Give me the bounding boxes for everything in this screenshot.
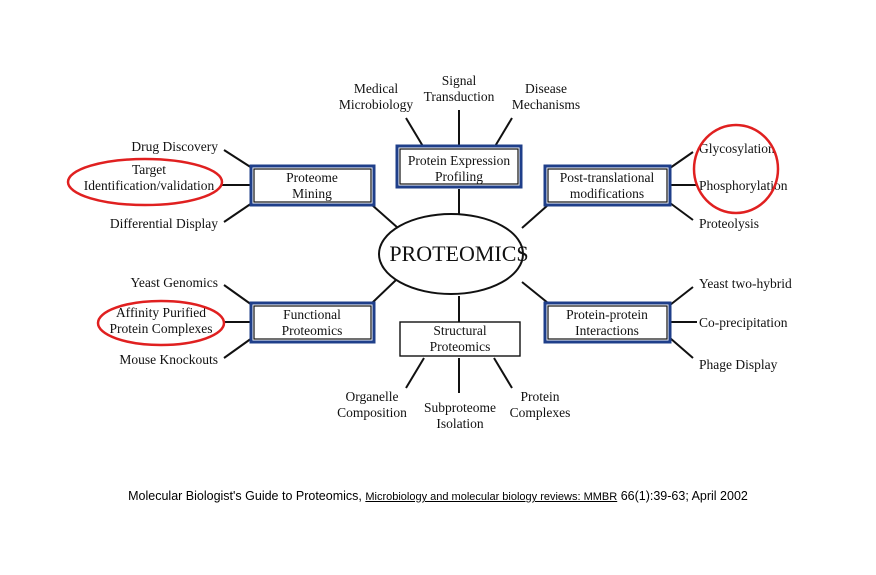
- connector-proteolysis: [669, 202, 694, 221]
- hub-post-translational-line1: Post-translational: [560, 170, 655, 185]
- leaf-medical-line2: Microbiology: [339, 97, 413, 112]
- hub-structural-proteomics: Structural Proteomics: [399, 321, 521, 357]
- hub-post-translational-line2: modifications: [570, 186, 644, 201]
- caption-title: Molecular Biologist's Guide to Proteomic…: [128, 489, 362, 503]
- caption-citation: 66(1):39-63; April 2002: [620, 489, 748, 503]
- caption-journal-link[interactable]: Microbiology and molecular biology revie…: [365, 491, 618, 503]
- leaf-complexes-line2: Complexes: [510, 405, 571, 420]
- connector-yeast-genomics: [223, 284, 253, 306]
- hub-protein-expression-line2: Profiling: [435, 169, 483, 184]
- center-ellipse: [378, 213, 524, 295]
- connector-complexes: [493, 357, 513, 389]
- connector-right-bottom-hub: [521, 281, 549, 304]
- highlight-circle-ptm: [692, 123, 780, 215]
- leaf-phosphorylation: Phosphorylation: [699, 178, 788, 193]
- hub-protein-expression: Protein Expression Profiling: [395, 144, 523, 189]
- connector-right-top-hub: [521, 204, 549, 229]
- leaf-mouse-knockouts: Mouse Knockouts: [119, 352, 218, 367]
- highlight-circles: [66, 123, 780, 347]
- hub-protein-expression-line1: Protein Expression: [408, 153, 511, 168]
- leaf-drug-discovery: Drug Discovery: [131, 139, 218, 154]
- connector-disease: [493, 117, 513, 149]
- leaf-phage-display: Phage Display: [699, 357, 778, 372]
- hub-post-translational: Post-translational modifications: [543, 164, 672, 207]
- connector-drug: [223, 149, 253, 169]
- hub-proteome-mining-line2: Mining: [292, 186, 332, 201]
- leaf-affinity-line2: Protein Complexes: [109, 321, 212, 336]
- highlight-circle-target: [66, 157, 224, 207]
- hub-protein-protein: Protein-protein Interactions: [543, 301, 672, 344]
- center-label: PROTEOMICS: [389, 241, 528, 266]
- leaf-subproteome-line1: Subproteome: [424, 400, 496, 415]
- leaf-organelle-line2: Composition: [337, 405, 407, 420]
- connector-medical: [405, 117, 425, 149]
- leaf-yeast-genomics: Yeast Genomics: [131, 275, 219, 290]
- leaf-target-line2: Identification/validation: [84, 178, 215, 193]
- leaf-glycosylation: Glycosylation: [699, 141, 775, 156]
- hub-protein-protein-line1: Protein-protein: [566, 307, 648, 322]
- hub-proteome-mining-line1: Proteome: [286, 170, 338, 185]
- leaf-target-line1: Target: [132, 162, 166, 177]
- leaf-affinity-line1: Affinity Purified: [116, 305, 206, 320]
- leaf-yeast-two-hybrid: Yeast two-hybrid: [699, 276, 792, 291]
- hub-protein-protein-line2: Interactions: [575, 323, 639, 338]
- connector-left-top-hub: [371, 204, 399, 229]
- connector-lines: [222, 110, 697, 393]
- leaf-disease-line1: Disease: [525, 81, 567, 96]
- leaf-signal-line2: Transduction: [424, 89, 495, 104]
- hub-structural-line2: Proteomics: [430, 339, 491, 354]
- connector-differential: [223, 202, 253, 223]
- highlight-circle-affinity: [96, 299, 226, 347]
- connector-glyco: [669, 151, 694, 169]
- leaf-differential-display: Differential Display: [110, 216, 218, 231]
- connector-left-bottom-hub: [371, 279, 397, 304]
- leaf-medical-line1: Medical: [354, 81, 398, 96]
- connector-organelle: [405, 357, 425, 389]
- leaf-complexes-line1: Protein: [521, 389, 560, 404]
- leaf-signal-line1: Signal: [442, 73, 477, 88]
- leaf-subproteome-line2: Isolation: [436, 416, 483, 431]
- hub-functional-line2: Proteomics: [282, 323, 343, 338]
- citation-caption: Molecular Biologist's Guide to Proteomic…: [0, 489, 876, 503]
- connector-phage: [669, 337, 694, 359]
- hub-functional-line1: Functional: [283, 307, 341, 322]
- leaf-disease-line2: Mechanisms: [512, 97, 580, 112]
- connector-mouse: [223, 337, 253, 359]
- leaf-organelle-line1: Organelle: [346, 389, 399, 404]
- hub-structural-line1: Structural: [433, 323, 486, 338]
- connector-yeast-two-hybrid: [669, 286, 694, 306]
- hub-proteome-mining: Proteome Mining: [249, 164, 376, 207]
- leaf-co-precipitation: Co-precipitation: [699, 315, 788, 330]
- leaf-proteolysis: Proteolysis: [699, 216, 759, 231]
- hub-functional-proteomics: Functional Proteomics: [249, 301, 376, 344]
